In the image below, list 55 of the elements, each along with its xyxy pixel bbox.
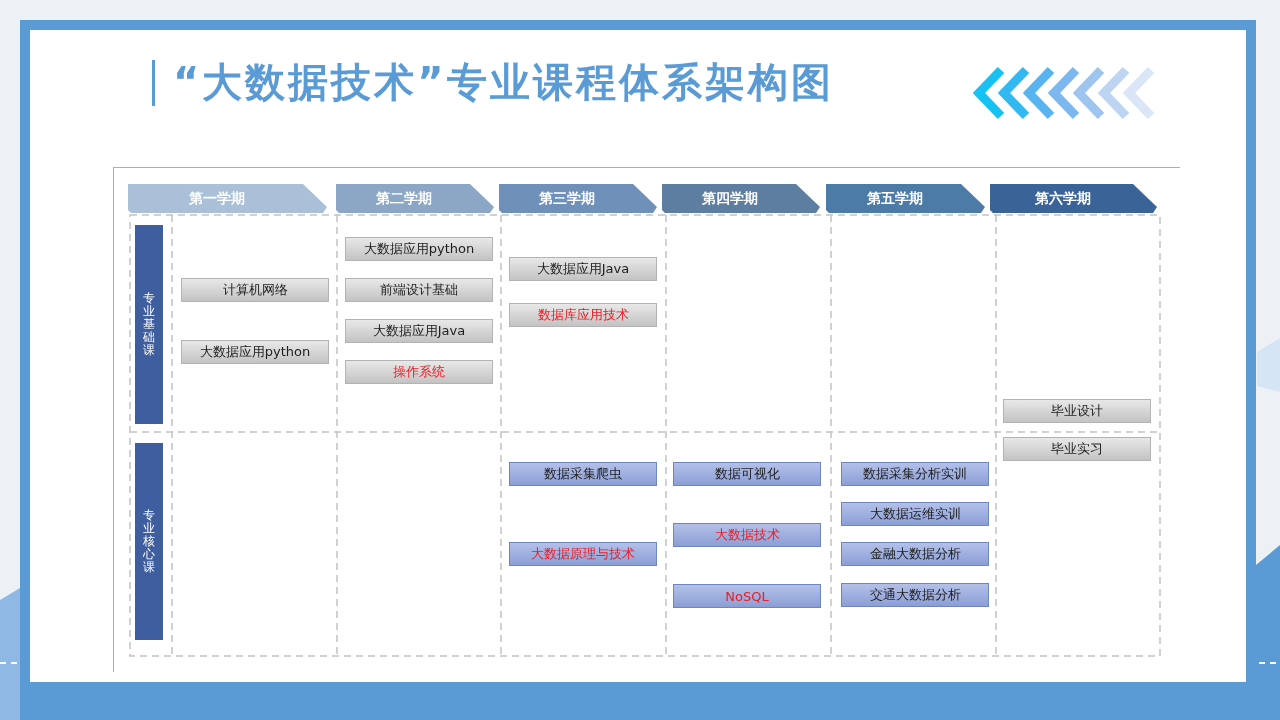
course-box bbox=[509, 257, 657, 281]
semester-label: 第三学期 bbox=[539, 189, 595, 208]
course-box bbox=[841, 542, 989, 566]
course-label: 交通大数据分析 bbox=[869, 586, 961, 604]
course-label: NoSQL bbox=[725, 588, 769, 604]
course-box bbox=[345, 360, 493, 384]
course-box bbox=[673, 523, 821, 547]
course-box bbox=[841, 583, 989, 607]
category-label: 专业核心课 bbox=[143, 508, 155, 575]
semester-label: 第五学期 bbox=[866, 189, 923, 208]
course-label: 大数据应用python bbox=[199, 343, 311, 361]
semester-label: 第四学期 bbox=[702, 189, 758, 208]
course-label: 大数据原理与技术 bbox=[531, 545, 635, 563]
semester-label: 第二学期 bbox=[376, 189, 432, 208]
semester-tab bbox=[336, 184, 494, 213]
course-box bbox=[345, 237, 493, 261]
course-box bbox=[181, 278, 329, 302]
course-label: 大数据应用Java bbox=[372, 322, 466, 340]
course-label: 数据可视化 bbox=[714, 465, 780, 483]
course-box bbox=[509, 303, 657, 327]
course-box bbox=[509, 462, 657, 486]
course-label: 毕业实习 bbox=[1051, 440, 1103, 458]
category-bar bbox=[135, 443, 163, 640]
course-box bbox=[673, 584, 821, 608]
course-label: 数据库应用技术 bbox=[537, 306, 629, 324]
semester-tab bbox=[990, 184, 1157, 213]
course-label: 金融大数据分析 bbox=[869, 545, 961, 563]
course-box bbox=[345, 278, 493, 302]
course-label: 数据采集分析实训 bbox=[863, 465, 967, 483]
category-bar bbox=[135, 225, 163, 424]
title: “大数据技术”专业课程体系架构图 bbox=[173, 58, 834, 106]
course-label: 计算机网络 bbox=[222, 281, 288, 299]
semester-label: 第六学期 bbox=[1034, 189, 1091, 208]
course-box bbox=[181, 340, 329, 364]
course-box bbox=[509, 542, 657, 566]
course-box bbox=[345, 319, 493, 343]
course-label: 毕业设计 bbox=[1051, 402, 1103, 420]
course-label: 大数据技术 bbox=[714, 526, 780, 544]
semester-label: 第一学期 bbox=[188, 189, 245, 208]
course-label: 大数据运维实训 bbox=[869, 505, 961, 523]
course-box bbox=[1003, 437, 1151, 461]
course-label: 前端设计基础 bbox=[380, 281, 458, 299]
category-label: 专业基础课 bbox=[143, 291, 155, 358]
course-box bbox=[841, 502, 989, 526]
semester-tab bbox=[662, 184, 820, 213]
course-box bbox=[1003, 399, 1151, 423]
course-label: 大数据应用python bbox=[363, 240, 475, 258]
course-box bbox=[841, 462, 989, 486]
semester-tab bbox=[499, 184, 657, 213]
course-label: 大数据应用Java bbox=[536, 260, 630, 278]
semester-tab bbox=[826, 184, 985, 213]
course-box bbox=[673, 462, 821, 486]
course-label: 操作系统 bbox=[393, 363, 445, 381]
semester-tab bbox=[128, 184, 327, 213]
course-label: 数据采集爬虫 bbox=[544, 465, 622, 483]
